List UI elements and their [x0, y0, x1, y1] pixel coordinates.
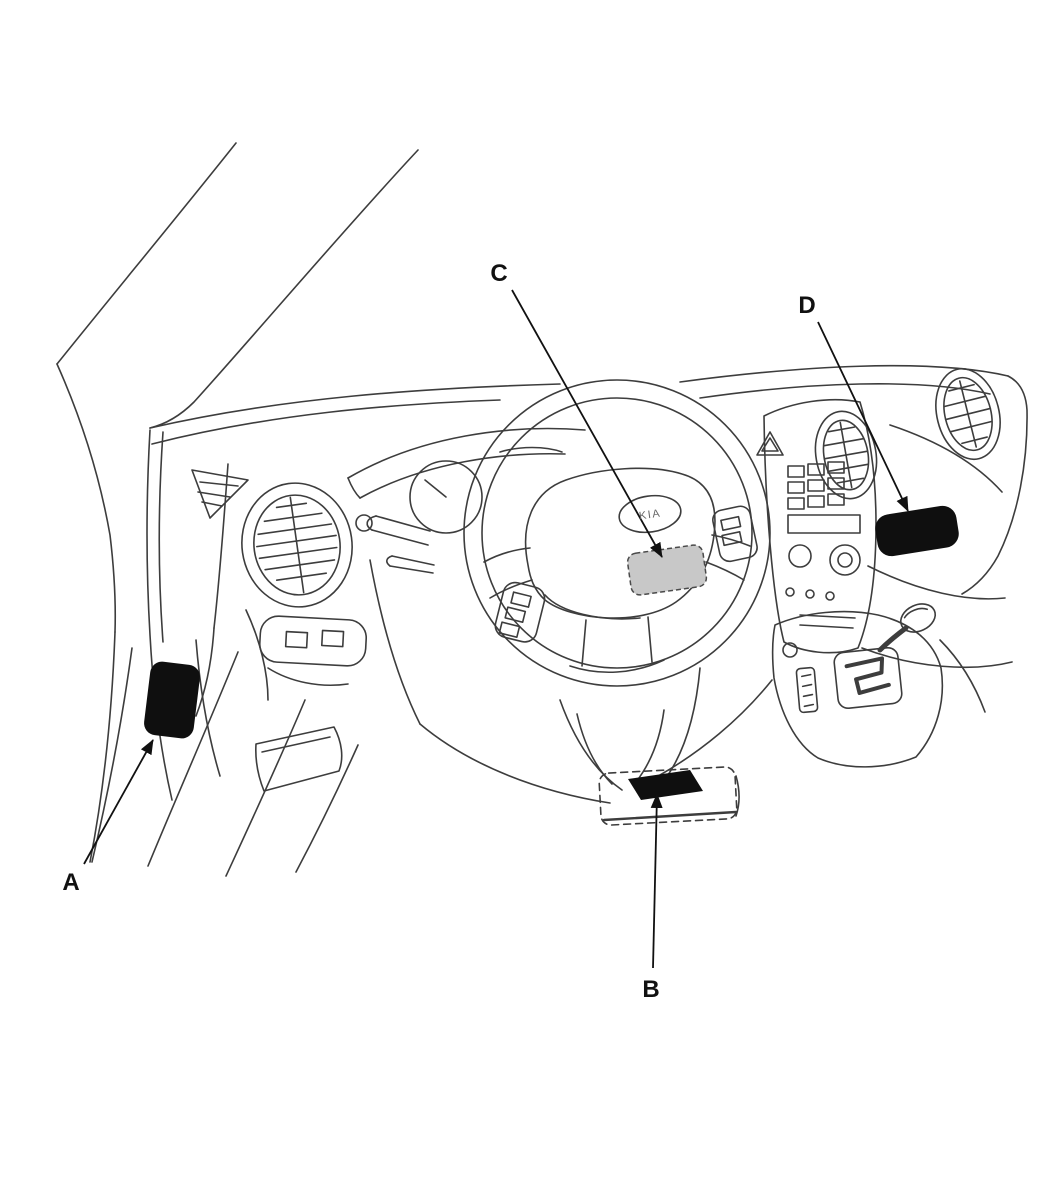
highlighted-components — [144, 505, 959, 800]
callouts: A B C D — [62, 260, 909, 1003]
steering-switch-pod-right — [712, 505, 758, 563]
leader-line-a — [83, 739, 154, 865]
component-b-highlight — [628, 770, 703, 800]
a-pillar-lines — [56, 142, 419, 429]
component-c-highlight — [626, 544, 708, 596]
leader-line-c — [511, 289, 663, 558]
leader-line-d — [817, 321, 909, 512]
kia-logo-text: KIA — [638, 508, 662, 523]
component-d-highlight — [875, 505, 959, 557]
turn-signal-stalk — [355, 514, 435, 574]
callout-label-c: C — [490, 260, 507, 287]
shift-knob — [899, 603, 937, 633]
kia-logo — [618, 494, 682, 534]
instrument-cluster — [347, 427, 586, 725]
dashboard-top-edge — [149, 364, 1028, 717]
passenger-air-vent — [935, 367, 1001, 461]
driver-door-panel — [56, 363, 368, 877]
callout-label-d: D — [798, 292, 815, 319]
driver-air-vent — [241, 482, 353, 608]
center-air-vent — [814, 410, 878, 500]
callout-label-a: A — [62, 869, 79, 896]
tweeter-vent — [191, 469, 249, 519]
callout-label-b: B — [642, 976, 659, 1003]
leader-line-b — [650, 793, 663, 969]
gear-selector-console — [771, 603, 986, 768]
component-a-highlight — [144, 661, 200, 739]
module-b-housing — [598, 766, 740, 826]
center-stack — [756, 398, 877, 654]
steering-switch-pod-left — [494, 581, 546, 643]
lower-dash — [419, 667, 773, 804]
door-handle — [258, 615, 368, 667]
steering-wheel — [463, 379, 771, 785]
interior-line-art — [56, 142, 1028, 877]
